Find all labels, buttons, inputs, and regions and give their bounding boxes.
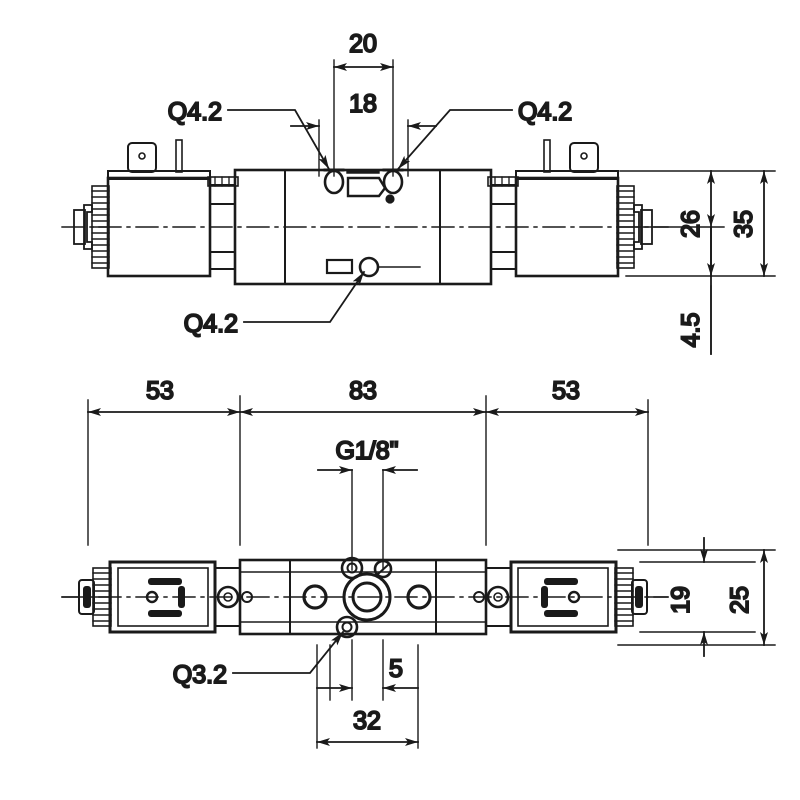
callout-label-q42-right: Q4.2 — [518, 98, 572, 126]
dimension-label-5: 5 — [389, 655, 403, 683]
valve-nameplate-front — [346, 170, 395, 204]
dimension-label-53-left: 53 — [146, 377, 174, 405]
dimension-label-18: 18 — [349, 90, 377, 118]
callout-q42-right: Q4.2 — [396, 97, 573, 171]
dimension-label-4-5: 4.5 — [677, 313, 705, 348]
solenoid-coil-right-bottom — [509, 560, 669, 634]
dimension-group-horizontal-bottom: 53 83 53 — [87, 376, 649, 546]
pilot-block-left — [207, 176, 239, 187]
dimension-label-25: 25 — [726, 586, 754, 614]
dimension-18: 18 — [290, 89, 437, 177]
dimension-group-vertical-bottom: 25 19 — [617, 537, 776, 657]
callout-q42-left: Q4.2 — [167, 97, 331, 171]
callout-label-q42-left: Q4.2 — [168, 98, 222, 126]
dimension-g18: G1/8" — [317, 436, 418, 571]
port-center-main — [342, 572, 392, 622]
dimension-label-83: 83 — [349, 377, 377, 405]
bottom-view: 53 83 53 G1/8" — [61, 376, 776, 749]
dimension-label-53-right: 53 — [552, 377, 580, 405]
mounting-hole-bottom-center — [325, 256, 421, 278]
port-upper-left — [340, 556, 364, 580]
solenoid-coil-right-front — [514, 139, 653, 278]
port-right-secondary — [406, 584, 432, 610]
callout-q32: Q3.2 — [172, 630, 345, 690]
callout-label-q32: Q3.2 — [173, 661, 227, 689]
solenoid-coil-left-front — [73, 139, 212, 278]
dimension-5: 5 — [316, 639, 419, 701]
dimension-32: 32 — [316, 644, 419, 749]
pilot-block-right — [487, 176, 519, 187]
callout-label-q42-bottom: Q4.2 — [184, 310, 238, 338]
dimension-group-vertical-front: 35 26 4.5 — [619, 170, 776, 355]
dimension-20: 20 — [333, 29, 394, 177]
mounting-hole-lower — [335, 615, 359, 639]
solenoid-coil-left-bottom — [61, 560, 217, 634]
dimension-label-19: 19 — [667, 586, 695, 614]
dimension-label-32: 32 — [353, 707, 381, 735]
front-view: 20 18 Q4.2 Q4.2 Q4.2 — [61, 29, 776, 355]
dimension-label-g18: G1/8" — [335, 437, 398, 465]
dimension-label-35: 35 — [730, 210, 758, 238]
dimension-label-20: 20 — [349, 30, 377, 58]
port-upper-right — [373, 559, 393, 579]
dimension-label-26: 26 — [677, 210, 705, 238]
callout-q42-bottom: Q4.2 — [183, 270, 366, 339]
port-left-secondary — [302, 584, 328, 610]
